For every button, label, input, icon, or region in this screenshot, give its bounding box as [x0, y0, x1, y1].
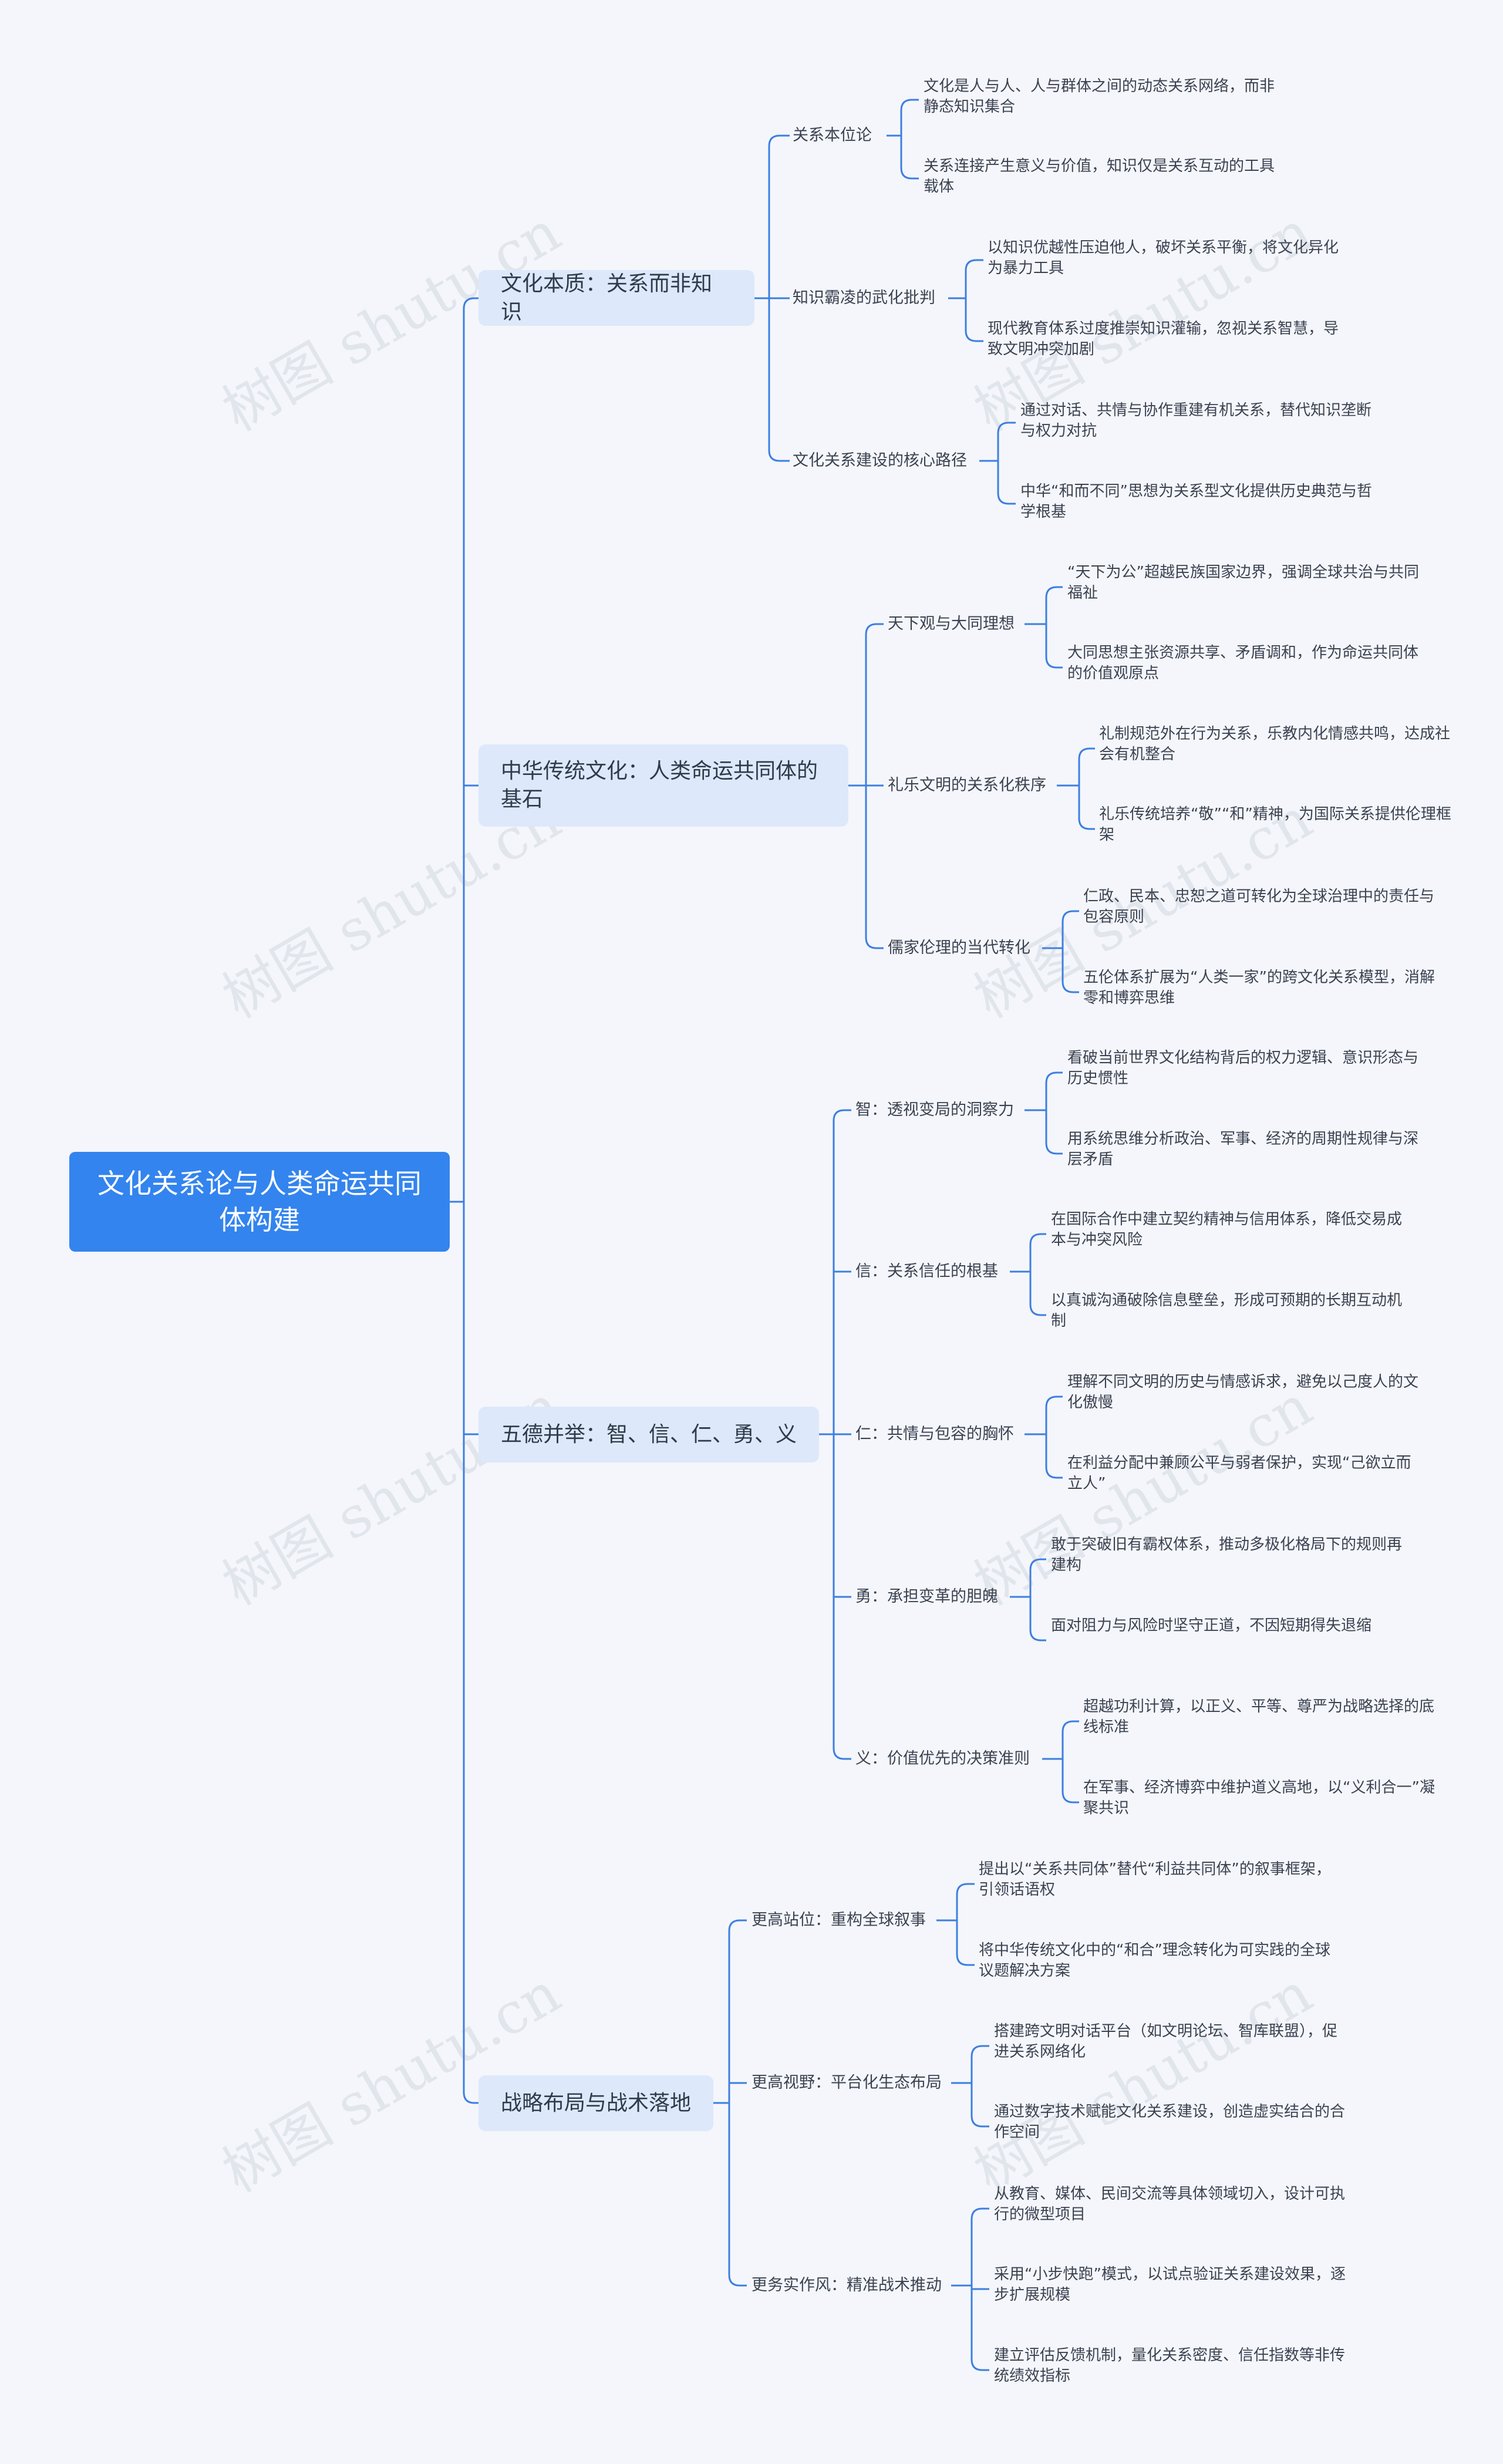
branch-topic[interactable]: 战略布局与战术落地 — [478, 2075, 713, 2131]
connector — [463, 297, 478, 309]
connector — [1029, 1233, 1046, 1245]
connector — [865, 623, 884, 635]
leaf-topic[interactable]: 以真诚沟通破除信息壁垒，形成可预期的长期互动机制 — [1051, 1292, 1403, 1330]
connector — [833, 1109, 851, 1121]
connector — [768, 134, 790, 147]
subtopic[interactable]: 义：价值优先的决策准则 — [855, 1750, 1030, 1768]
connector — [970, 2207, 989, 2220]
leaf-topic[interactable]: 从教育、媒体、民间交流等具体领域切入，设计可执行的微型项目 — [994, 2185, 1346, 2223]
connector — [1045, 1142, 1063, 1155]
leaf-topic[interactable]: 文化是人与人、人与群体之间的动态关系网络，而非静态知识集合 — [924, 77, 1275, 116]
subtopic[interactable]: 仁：共情与包容的胸怀 — [855, 1425, 1014, 1443]
leaf-topic[interactable]: 通过对话、共情与协作重建有机关系，替代知识垄断与权力对抗 — [1020, 402, 1372, 440]
connector — [965, 259, 983, 271]
subtopic[interactable]: 天下观与大同理想 — [888, 615, 1015, 633]
leaf-topic[interactable]: 采用“小步快跑”模式，以试点验证关系建设效果，逐步扩展规模 — [994, 2266, 1346, 2304]
subtopic[interactable]: 勇：承担变革的胆魄 — [855, 1587, 998, 1606]
connector — [1029, 1304, 1046, 1316]
leaf-topic[interactable]: 建立评估反馈机制，量化关系密度、信任指数等非传统绩效指标 — [994, 2347, 1346, 2385]
leaf-topic[interactable]: 在国际合作中建立契约精神与信用体系，降低交易成本与冲突风险 — [1051, 1211, 1403, 1249]
leaf-topic[interactable]: 面对阻力与风险时坚守正道，不因短期得失退缩 — [1051, 1617, 1372, 1634]
connector — [997, 422, 1016, 434]
leaf-topic[interactable]: 通过数字技术赋能文化关系建设，创造虚实结合的合作空间 — [994, 2103, 1346, 2141]
leaf-topic[interactable]: 在利益分配中兼顾公平与弱者保护，实现“己欲立而立人” — [1067, 1454, 1411, 1492]
connector — [900, 167, 919, 180]
connector — [768, 450, 790, 462]
leaf-topic[interactable]: 大同思想主张资源共享、矛盾调和，作为命运共同体的价值观原点 — [1067, 644, 1419, 682]
leaf-topic[interactable]: 礼制规范外在行为关系，乐教内化情感共鸣，达成社会有机整合 — [1099, 725, 1451, 763]
leaf-topic[interactable]: “天下为公”超越民族国家边界，强调全球共治与共同福祉 — [1067, 564, 1419, 602]
connector — [1045, 1071, 1063, 1084]
branch-topic[interactable]: 文化本质：关系而非知识 — [478, 270, 754, 326]
leaf-topic[interactable]: 看破当前世界文化结构背后的权力逻辑、意识形态与历史惯性 — [1067, 1049, 1419, 1087]
subtopic[interactable]: 智：透视变局的洞察力 — [855, 1101, 1014, 1119]
branch-topic[interactable]: 五德并举：智、信、仁、勇、义 — [478, 1407, 819, 1462]
connector — [1029, 1558, 1046, 1570]
connector — [728, 1919, 747, 1932]
connector — [970, 2359, 989, 2371]
connector — [1078, 747, 1095, 760]
subtopic[interactable]: 更高站位：重构全球叙事 — [752, 1911, 926, 1929]
subtopic[interactable]: 关系本位论 — [793, 126, 872, 144]
leaf-topic[interactable]: 五伦体系扩展为“人类一家”的跨文化关系模型，消解零和博弈思维 — [1083, 969, 1435, 1007]
subtopic[interactable]: 儒家伦理的当代转化 — [888, 939, 1030, 957]
connector — [900, 99, 919, 111]
connector — [970, 2045, 989, 2057]
leaf-topic[interactable]: 用系统思维分析政治、军事、经济的周期性规律与深层矛盾 — [1067, 1130, 1419, 1168]
subtopic[interactable]: 礼乐文明的关系化秩序 — [888, 776, 1046, 794]
connector — [997, 493, 1016, 505]
connector — [463, 2092, 478, 2104]
subtopic[interactable]: 信：关系信任的根基 — [855, 1262, 998, 1280]
connector — [1061, 910, 1079, 922]
connector — [1061, 981, 1079, 993]
connector — [970, 2115, 989, 2128]
leaf-topic[interactable]: 敢于突破旧有霸权体系，推动多极化格局下的规则再建构 — [1051, 1536, 1403, 1574]
leaf-topic[interactable]: 以知识优越性压迫他人，破坏关系平衡，将文化异化为暴力工具 — [988, 239, 1339, 277]
leaf-topic[interactable]: 将中华传统文化中的“和合”理念转化为可实践的全球议题解决方案 — [979, 1941, 1330, 1980]
connector — [1045, 656, 1063, 669]
connector — [1078, 818, 1095, 830]
subtopic[interactable]: 文化关系建设的核心路径 — [793, 451, 967, 470]
connector — [865, 937, 884, 949]
leaf-topic[interactable]: 搭建跨文明对话平台（如文明论坛、智库联盟），促进关系网络化 — [994, 2023, 1338, 2061]
connector — [956, 1954, 975, 1966]
subtopic[interactable]: 更务实作风：精准战术推动 — [752, 2276, 942, 2294]
subtopic[interactable]: 知识霸凌的武化批判 — [793, 289, 935, 307]
leaf-topic[interactable]: 礼乐传统培养“敬”“和”精神，为国际关系提供伦理框架 — [1099, 805, 1451, 844]
connector — [956, 1883, 975, 1895]
root-topic[interactable]: 文化关系论与人类命运共同体构建 — [69, 1152, 450, 1252]
connector — [728, 2274, 747, 2287]
branch-topic[interactable]: 中华传统文化：人类命运共同体的基石 — [478, 744, 848, 827]
connector — [965, 330, 983, 342]
connector — [1029, 1629, 1046, 1641]
subtopic[interactable]: 更高视野：平台化生态布局 — [752, 2074, 942, 2092]
leaf-topic[interactable]: 仁政、民本、忠恕之道可转化为全球治理中的责任与包容原则 — [1083, 888, 1435, 926]
leaf-topic[interactable]: 中华“和而不同”思想为关系型文化提供历史典范与哲学根基 — [1020, 483, 1372, 521]
leaf-topic[interactable]: 关系连接产生意义与价值，知识仅是关系互动的工具载体 — [924, 157, 1275, 195]
connector — [833, 1748, 851, 1760]
leaf-topic[interactable]: 提出以“关系共同体”替代“利益共同体”的叙事框架，引领话语权 — [979, 1860, 1331, 1899]
connector — [1045, 1396, 1063, 1408]
connector — [1045, 1467, 1063, 1479]
leaf-topic[interactable]: 现代教育体系过度推崇知识灌输，忽视关系智慧，导致文明冲突加剧 — [988, 320, 1339, 358]
leaf-topic[interactable]: 理解不同文明的历史与情感诉求，避免以己度人的文化傲慢 — [1067, 1373, 1419, 1411]
connector — [1061, 1720, 1079, 1732]
leaf-topic[interactable]: 在军事、经济博弈中维护道义高地，以“义利合一”凝聚共识 — [1083, 1779, 1435, 1817]
leaf-topic[interactable]: 超越功利计算，以正义、平等、尊严为战略选择的底线标准 — [1083, 1698, 1435, 1736]
connector — [1045, 586, 1063, 598]
connector — [1061, 1791, 1079, 1804]
